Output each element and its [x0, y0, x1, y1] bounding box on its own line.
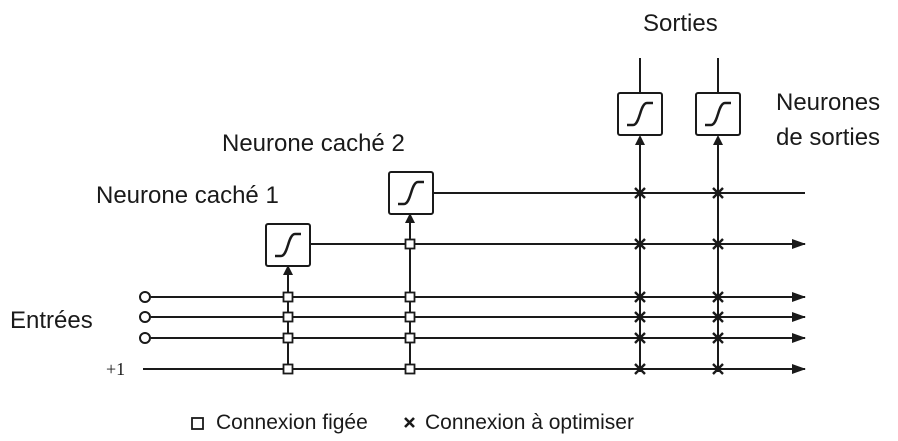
optimized-connection-marker [712, 238, 724, 250]
fixed-connection-marker [404, 311, 416, 323]
optimized-connection-marker [712, 291, 724, 303]
fixed-connection-marker [404, 238, 416, 250]
input-node-1 [139, 291, 151, 303]
fixed-connection-marker [282, 311, 294, 323]
arrow-up-hidden1 [283, 265, 293, 275]
optimized-connection-marker [712, 187, 724, 199]
legend-optimize-label: Connexion à optimiser [425, 411, 634, 434]
arrow-up-output2 [713, 135, 723, 145]
optimized-connection-marker [634, 291, 646, 303]
arrowheads-up [283, 135, 723, 275]
optimized-connection-marker [634, 238, 646, 250]
input-node-3 [139, 332, 151, 344]
sigmoid-icon [398, 180, 424, 206]
neuron-boxes [265, 92, 741, 267]
bias-label: +1 [106, 359, 126, 379]
legend-optimize-icon [404, 417, 415, 428]
optimized-connection-marker [634, 311, 646, 323]
output-neurons-label-line2: de sorties [776, 124, 881, 151]
horizontal-signal-lines [143, 192, 806, 374]
hidden-neuron-1-label: Neurone caché 1 [96, 182, 279, 209]
fixed-connection-marker [404, 332, 416, 344]
input-nodes [139, 291, 151, 344]
arrow-up-output1 [635, 135, 645, 145]
sigmoid-icon [705, 101, 731, 127]
optimized-connection-marker [712, 332, 724, 344]
output-neuron-2 [695, 92, 741, 136]
fixed-connections [282, 238, 416, 375]
legend-fixed-icon [191, 417, 204, 430]
optimized-connection-marker [634, 187, 646, 199]
legend-symbols [191, 417, 415, 430]
sigmoid-icon [627, 101, 653, 127]
arrow-up-hidden2 [405, 213, 415, 223]
optimized-connection-marker [712, 363, 724, 375]
output-neuron-1 [617, 92, 663, 136]
legend-fixed-label: Connexion figée [216, 411, 368, 434]
fixed-connection-marker [404, 291, 416, 303]
output-neurons-label-line1: Neurones [776, 89, 881, 116]
vertical-connection-lines [287, 58, 719, 372]
fixed-connection-marker [282, 291, 294, 303]
input-node-2 [139, 311, 151, 323]
sigmoid-icon [275, 232, 301, 258]
fixed-connection-marker [282, 363, 294, 375]
hidden-neuron-1 [265, 223, 311, 267]
inputs-label: Entrées [10, 307, 93, 334]
optimized-connections [634, 187, 724, 375]
outputs-label: Sorties [643, 10, 718, 37]
optimized-connection-marker [634, 363, 646, 375]
fixed-connection-marker [404, 363, 416, 375]
hidden-neuron-2 [388, 171, 434, 215]
optimized-connection-marker [634, 332, 646, 344]
optimized-connection-marker [712, 311, 724, 323]
fixed-connection-marker [282, 332, 294, 344]
hidden-neuron-2-label: Neurone caché 2 [222, 130, 405, 157]
